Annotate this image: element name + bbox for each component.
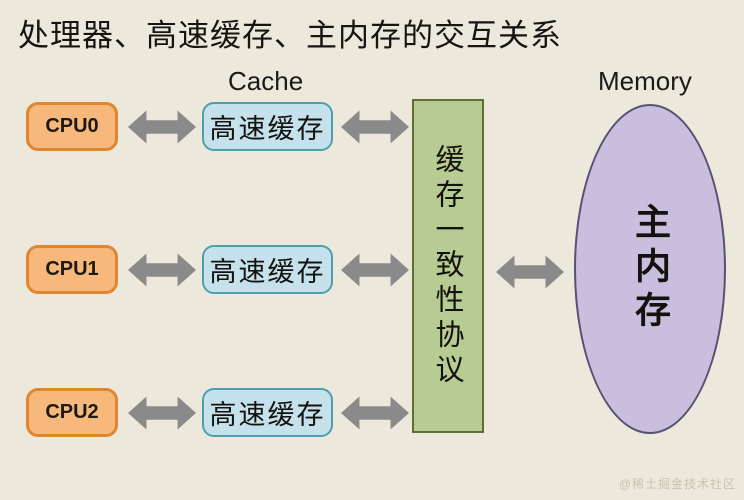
cpu-row-1: CPU1 高速缓存 [0, 245, 744, 295]
memory-column-label: Memory [598, 66, 692, 96]
double-arrow-icon [128, 253, 196, 287]
cache2-label: 高速缓存 [209, 400, 326, 431]
watermark: @稀土掘金技术社区 [618, 477, 736, 491]
cache2-box: 高速缓存 [202, 388, 333, 437]
cpu0-label: CPU0 [45, 115, 99, 137]
cache-coherence-protocol-box: 缓存一致性协议 [412, 99, 484, 433]
cpu2-label: CPU2 [45, 401, 99, 423]
double-arrow-icon [341, 253, 409, 287]
double-arrow-icon [128, 110, 196, 144]
cache0-label: 高速缓存 [209, 114, 326, 145]
double-arrow-icon [341, 110, 409, 144]
double-arrow-icon [341, 396, 409, 430]
cpu-row-2: CPU2 高速缓存 [0, 388, 744, 438]
cpu0-box: CPU0 [26, 102, 118, 151]
cache-column-label: Cache [228, 66, 304, 96]
cpu1-box: CPU1 [26, 245, 118, 294]
main-memory-ellipse: 主内存 [574, 104, 726, 434]
double-arrow-icon [496, 255, 564, 289]
cpu1-label: CPU1 [45, 258, 99, 280]
page-title: 处理器、高速缓存、主内存的交互关系 [18, 18, 562, 54]
cache1-label: 高速缓存 [209, 257, 326, 288]
cpu-row-0: CPU0 高速缓存 [0, 102, 744, 152]
cache1-box: 高速缓存 [202, 245, 333, 294]
cache-coherence-protocol-label: 缓存一致性协议 [431, 143, 465, 389]
main-memory-label: 主内存 [629, 203, 671, 335]
cache0-box: 高速缓存 [202, 102, 333, 151]
double-arrow-icon [128, 396, 196, 430]
cpu2-box: CPU2 [26, 388, 118, 437]
